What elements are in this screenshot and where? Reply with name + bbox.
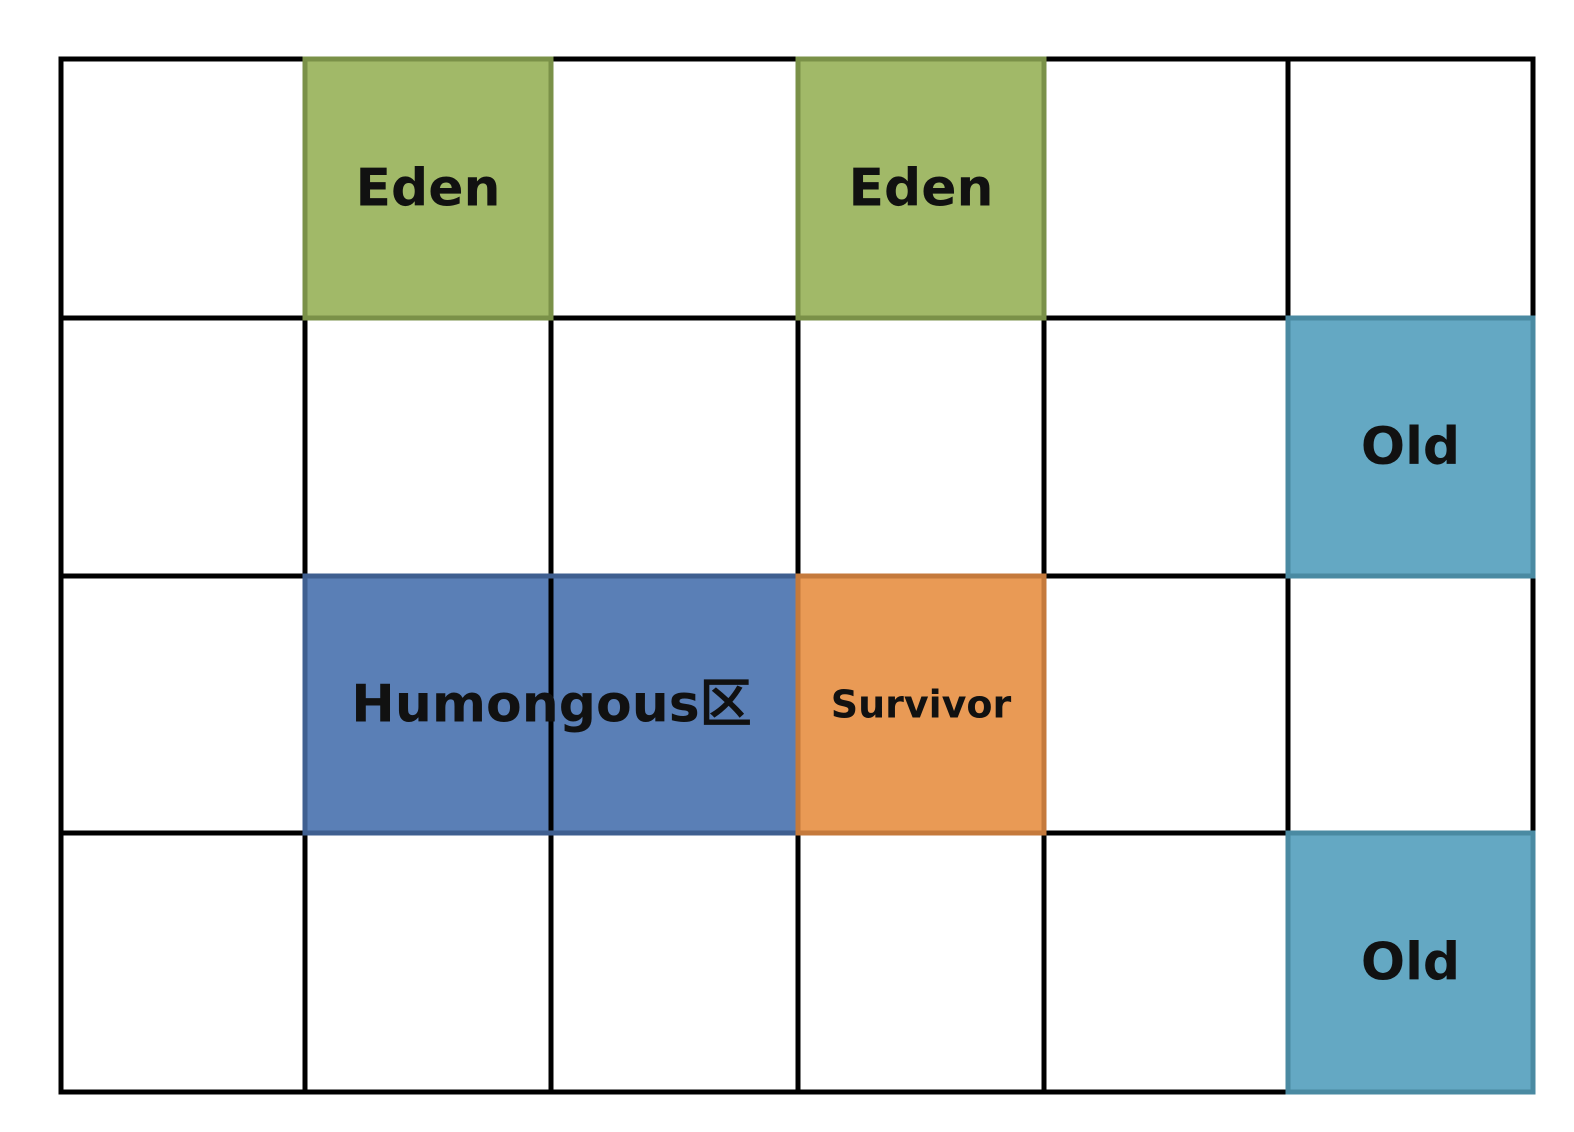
survivor-region-label: Survivor	[831, 683, 1012, 727]
eden-region-label: Eden	[355, 159, 500, 219]
eden-region-label: Eden	[848, 159, 993, 219]
old-region-label: Old	[1361, 933, 1460, 993]
eden-region-border	[795, 56, 1047, 321]
eden-region-fill	[798, 59, 1044, 318]
old-region-border	[1285, 315, 1536, 579]
old-region-fill	[1288, 318, 1533, 576]
eden-region-fill	[305, 59, 551, 318]
old-region-label: Old	[1361, 417, 1460, 477]
survivor-region-fill	[798, 576, 1044, 833]
survivor-region-border	[795, 573, 1047, 836]
old-region-border	[1285, 830, 1536, 1095]
humongous-region-label: Humongous区	[351, 675, 751, 735]
old-region-fill	[1288, 833, 1533, 1092]
eden-region-border	[302, 56, 554, 321]
